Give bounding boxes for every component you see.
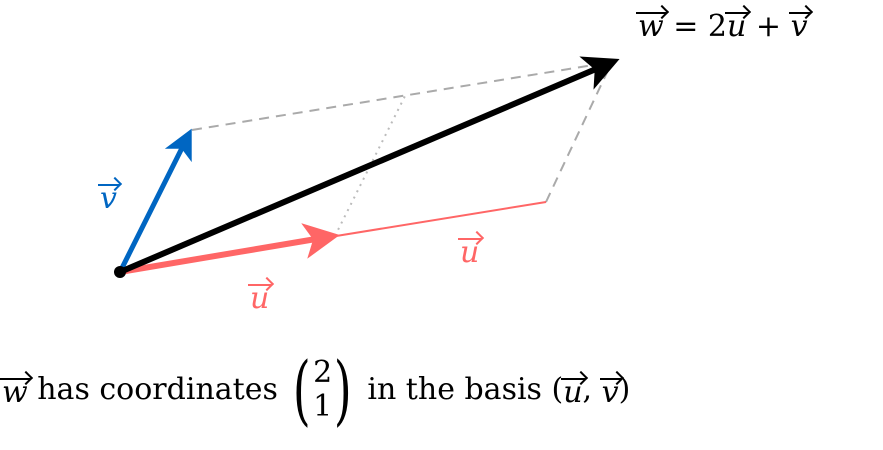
origin-point	[114, 266, 126, 278]
comma: ,	[582, 372, 593, 407]
vector-w-arrow	[118, 56, 620, 275]
label-u-second: u	[457, 232, 482, 268]
v-symbol: v	[98, 178, 119, 214]
w-symbol: w	[0, 372, 30, 408]
dashed-guide-top	[191, 61, 613, 131]
u-symbol: u	[457, 232, 482, 268]
second-u-segment	[329, 201, 547, 238]
coordinate-2: 1	[313, 389, 333, 424]
vector-v-arrow	[117, 128, 192, 274]
vector-u-arrow	[119, 223, 340, 275]
right-paren: )	[334, 345, 352, 434]
caption-text: has coordinates	[37, 372, 278, 407]
label-u: u	[247, 278, 272, 314]
label-w-equation: w = 2u + v	[636, 6, 810, 44]
coordinate-1: 2	[313, 354, 333, 390]
label-v: v	[98, 178, 119, 214]
plus: +	[755, 9, 782, 44]
close-paren: )	[618, 372, 631, 407]
u-symbol: u	[247, 278, 272, 314]
left-paren: (	[293, 345, 312, 434]
v-symbol: v	[788, 6, 810, 42]
w-symbol: w	[636, 6, 666, 42]
v-symbol: v	[599, 372, 621, 408]
coefficient: 2	[707, 9, 728, 44]
equals: =	[673, 9, 699, 44]
u-symbol: u	[561, 372, 585, 408]
caption-basis-text: in the basis (	[367, 372, 564, 407]
u-symbol: u	[724, 6, 749, 42]
